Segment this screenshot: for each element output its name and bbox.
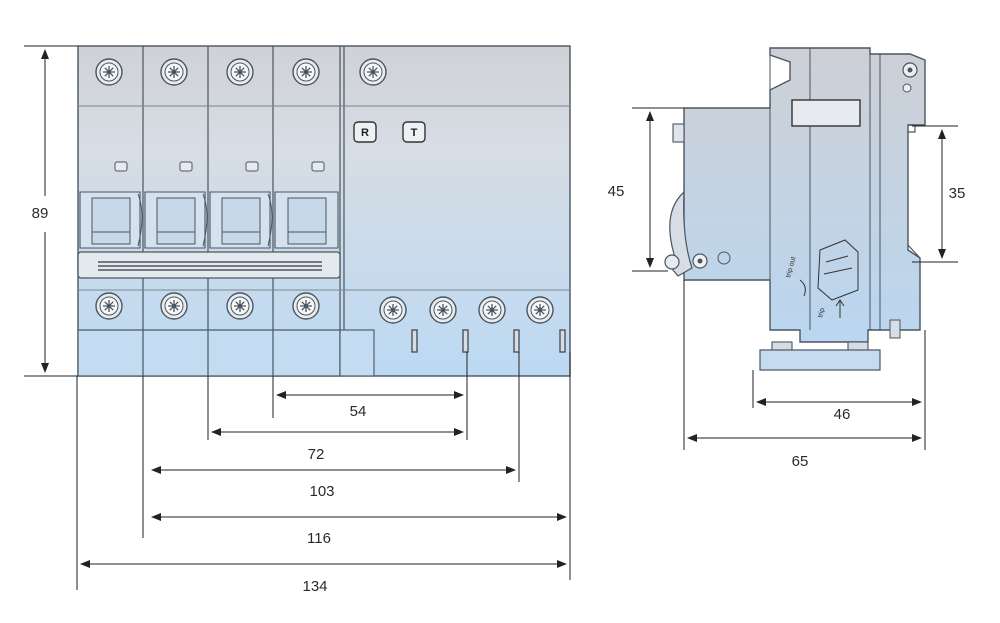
screw-icon: [226, 292, 254, 320]
test-button-label: T: [411, 127, 418, 139]
pole-dividers: [142, 46, 345, 376]
side-dimension-labels: 45 35 46 65: [608, 183, 966, 470]
screw-icon: [526, 296, 554, 324]
front-dimension-lines: [24, 45, 571, 590]
dim-35: 35: [949, 185, 966, 202]
rcd-bottom-block: [339, 329, 375, 377]
dim-116: 116: [307, 530, 331, 547]
side-label-window: [791, 99, 861, 127]
test-button[interactable]: T: [402, 121, 426, 143]
screw-icon: [226, 58, 254, 86]
screw-icon: [292, 292, 320, 320]
side-body: [683, 47, 926, 343]
dim-65: 65: [792, 453, 809, 470]
dim-54: 54: [350, 403, 367, 420]
handle-bar-ridges: [98, 261, 322, 271]
screw-icon: [95, 292, 123, 320]
side-bottom-block: [759, 349, 881, 371]
dim-45: 45: [608, 183, 625, 200]
dim-46: 46: [834, 406, 851, 423]
indicator-windows: [114, 161, 325, 172]
screw-icon: [379, 296, 407, 324]
connector-pins: [411, 329, 566, 353]
trip-mechanism: [799, 239, 859, 318]
screw-icon: [160, 58, 188, 86]
dim-72: 72: [308, 446, 325, 463]
reset-button-label: R: [361, 127, 369, 139]
front-view: R T: [77, 45, 571, 377]
toggle-levers: [79, 191, 339, 249]
front-dimension-labels: 89 54 72 103 116 134: [32, 205, 367, 595]
screw-icon: [478, 296, 506, 324]
side-dimension-lines: [632, 107, 958, 450]
screw-icon: [292, 58, 320, 86]
trip-label: trip: [817, 307, 826, 318]
dim-103: 103: [309, 483, 334, 500]
side-view: trip out trip: [664, 47, 926, 371]
screw-icon: [95, 58, 123, 86]
reset-button[interactable]: R: [353, 121, 377, 143]
screw-icon: [160, 292, 188, 320]
front-bottom-step: [77, 329, 341, 377]
dim-height-89: 89: [32, 205, 49, 222]
dim-134: 134: [302, 578, 327, 595]
handle-bar: [77, 251, 341, 279]
screw-icon: [429, 296, 457, 324]
screw-icon: [359, 58, 387, 86]
